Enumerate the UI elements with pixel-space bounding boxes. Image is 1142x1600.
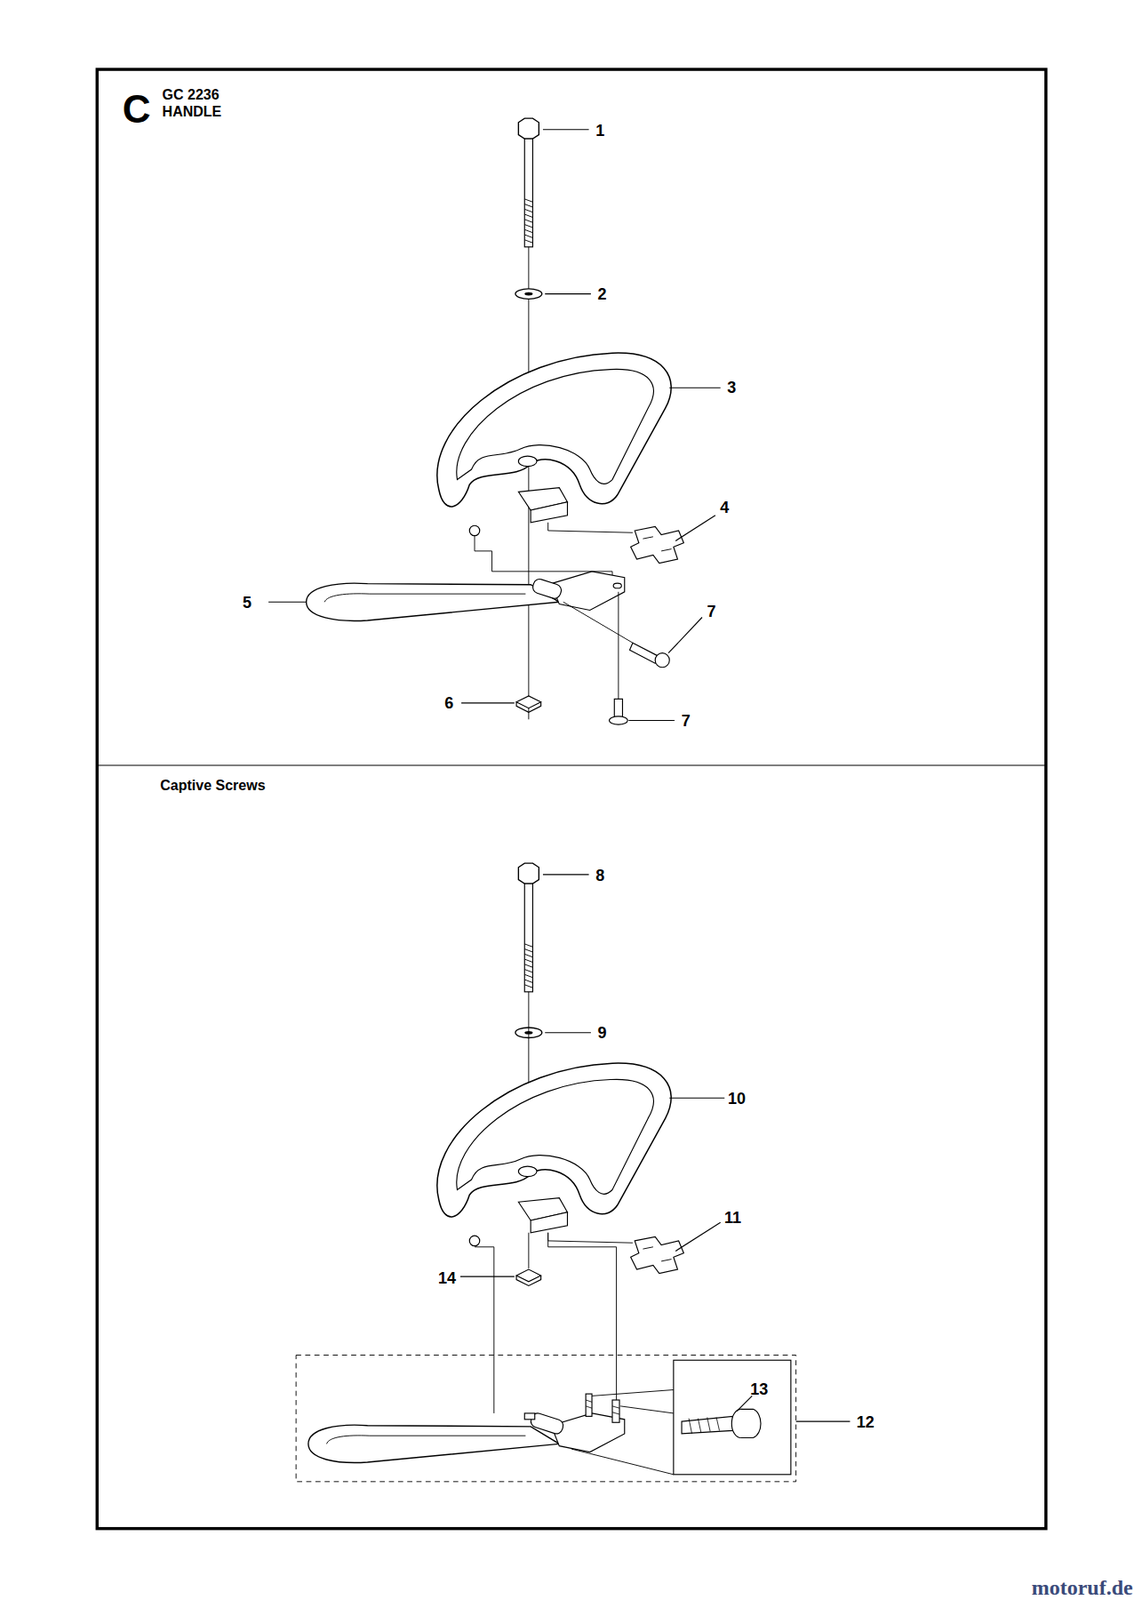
callout-number: 5 xyxy=(242,594,252,611)
callout-number: 11 xyxy=(724,1209,742,1226)
callout-number: 12 xyxy=(856,1413,875,1430)
callout-number: 3 xyxy=(726,379,736,396)
callout-number: 4 xyxy=(719,499,729,516)
callout-number: 13 xyxy=(750,1381,768,1398)
callout-number: 7 xyxy=(681,712,691,729)
watermark: motoruf.de xyxy=(1031,1576,1134,1598)
callout-number: 8 xyxy=(595,867,605,884)
callout-number: 7 xyxy=(706,603,716,620)
model-name: GC 2236 xyxy=(162,87,220,103)
callout-number: 1 xyxy=(595,122,605,139)
callout-number: 10 xyxy=(727,1090,746,1107)
callout-number: 9 xyxy=(598,1024,607,1041)
callout-number: 6 xyxy=(444,694,454,711)
callout-number: 2 xyxy=(598,286,607,303)
section-title: HANDLE xyxy=(162,104,223,120)
section-letter: C xyxy=(122,89,152,129)
callout-number: 14 xyxy=(438,1269,456,1286)
section-caption: Captive Screws xyxy=(159,778,265,793)
